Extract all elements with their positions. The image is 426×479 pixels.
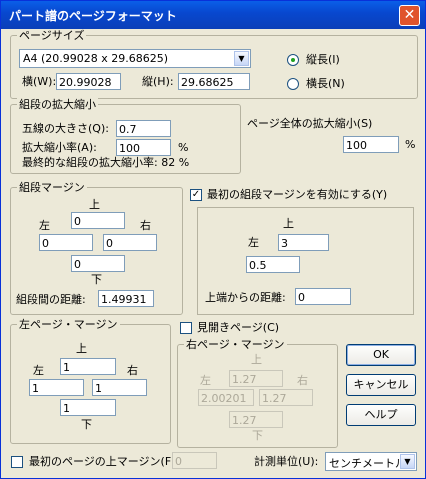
left-page-top-input[interactable]: 1	[60, 358, 116, 375]
staff-margin-left-label: 左	[39, 219, 50, 232]
staff-margin-left-input[interactable]: 0	[39, 234, 93, 251]
page-size-select[interactable]: A4 (20.99028 x 29.68625) ▼	[19, 49, 251, 68]
staff-scale-legend: 組段の拡大縮小	[17, 98, 98, 111]
staff-margin-bottom-input[interactable]: 0	[71, 255, 125, 272]
chevron-down-icon[interactable]: ▼	[400, 454, 415, 469]
right-page-left-label: 左	[200, 374, 211, 387]
first-margin-left-input[interactable]: 0.5	[246, 256, 300, 273]
staff-margin-bottom-label: 下	[91, 273, 102, 286]
left-page-bottom-label: 下	[81, 418, 92, 431]
window-title: パート譜のページフォーマット	[9, 9, 177, 23]
first-margin-top-input[interactable]: 3	[278, 234, 329, 251]
staff-size-label: 五線の大きさ(Q):	[22, 122, 109, 135]
first-margin-checkbox[interactable]: ✓	[190, 189, 202, 201]
first-margin-left-label: 左	[248, 236, 259, 249]
width-label: 横(W):	[22, 75, 57, 88]
landscape-radio[interactable]	[287, 78, 299, 90]
landscape-label: 横長(N)	[306, 77, 345, 90]
chevron-down-icon[interactable]: ▼	[234, 51, 249, 66]
right-page-bottom-input[interactable]: 1.27	[229, 411, 283, 428]
right-page-left-input[interactable]: 2.00201	[198, 389, 254, 406]
staff-distance-input[interactable]: 1.49931	[98, 290, 154, 307]
help-button[interactable]: ヘルプ	[346, 404, 416, 426]
staff-margin-top-input[interactable]: 0	[71, 212, 125, 229]
staff-margin-legend: 組段マージン	[17, 181, 87, 194]
scale-unit: %	[178, 141, 189, 154]
left-page-top-label: 上	[76, 342, 87, 355]
right-page-margin-group: 右ページ・マージン	[177, 338, 338, 448]
right-page-margin-legend: 右ページ・マージン	[184, 338, 287, 351]
page-size-legend: ページサイズ	[17, 29, 87, 42]
cancel-button[interactable]: キャンセル	[346, 374, 416, 396]
staff-size-input[interactable]: 0.7	[116, 120, 171, 137]
scale-input[interactable]: 100	[116, 139, 171, 156]
unit-value: センチメートル	[329, 457, 406, 470]
final-scale-label: 最終的な組段の拡大縮小率: 82 %	[22, 156, 190, 169]
portrait-radio[interactable]	[287, 54, 299, 66]
first-margin-top-label: 上	[283, 217, 294, 230]
left-page-left-input[interactable]: 1	[29, 379, 84, 396]
page-size-value: A4 (20.99028 x 29.68625)	[23, 52, 169, 65]
left-page-right-label: 右	[127, 364, 138, 377]
staff-scale-group: 組段の拡大縮小	[10, 98, 241, 174]
left-page-bottom-input[interactable]: 1	[60, 399, 116, 416]
first-margin-panel	[197, 207, 414, 315]
right-page-bottom-label: 下	[252, 429, 263, 442]
first-page-top-label: 最初のページの上マージン(F):	[29, 455, 180, 468]
scale-label: 拡大縮小率(A):	[22, 141, 97, 154]
first-page-top-checkbox[interactable]	[11, 456, 23, 468]
unit-select[interactable]: センチメートル ▼	[325, 452, 417, 471]
height-input[interactable]: 29.68625	[178, 73, 250, 90]
page-scale-unit: %	[405, 138, 416, 151]
right-page-top-label: 上	[251, 353, 262, 366]
facing-pages-label: 見開きページ(C)	[197, 321, 280, 334]
height-label: 縦(H):	[142, 75, 174, 88]
left-page-margin-group: 左ページ・マージン	[10, 318, 171, 444]
staff-margin-top-label: 上	[89, 198, 100, 211]
page-scale-input[interactable]: 100	[343, 136, 399, 153]
ok-button[interactable]: OK	[346, 344, 416, 366]
title-bar[interactable]: パート譜のページフォーマット ✕	[1, 1, 425, 29]
left-page-left-label: 左	[33, 364, 44, 377]
first-margin-label: 最初の組段マージンを有効にする(Y)	[207, 188, 388, 201]
portrait-label: 縦長(I)	[306, 53, 340, 66]
staff-margin-right-label: 右	[140, 219, 151, 232]
left-page-right-input[interactable]: 1	[92, 379, 147, 396]
close-button[interactable]: ✕	[399, 5, 420, 26]
right-page-right-label: 右	[297, 374, 308, 387]
staff-distance-label: 組段間の距離:	[16, 293, 86, 306]
right-page-top-input[interactable]: 1.27	[229, 370, 283, 387]
unit-label: 計測単位(U):	[254, 455, 319, 468]
page-scale-label: ページ全体の拡大縮小(S)	[247, 117, 373, 130]
radio-dot	[291, 58, 295, 62]
staff-margin-right-input[interactable]: 0	[103, 234, 157, 251]
page-size-group: ページサイズ	[10, 29, 418, 99]
first-page-top-input[interactable]: 0	[172, 452, 217, 469]
facing-pages-checkbox[interactable]	[180, 322, 192, 334]
right-page-right-input[interactable]: 1.27	[259, 389, 313, 406]
from-top-input[interactable]: 0	[295, 288, 351, 305]
from-top-label: 上端からの距離:	[205, 291, 286, 304]
staff-margin-group: 組段マージン	[10, 181, 183, 315]
width-input[interactable]: 20.99028	[56, 73, 121, 90]
left-page-margin-legend: 左ページ・マージン	[17, 318, 120, 331]
